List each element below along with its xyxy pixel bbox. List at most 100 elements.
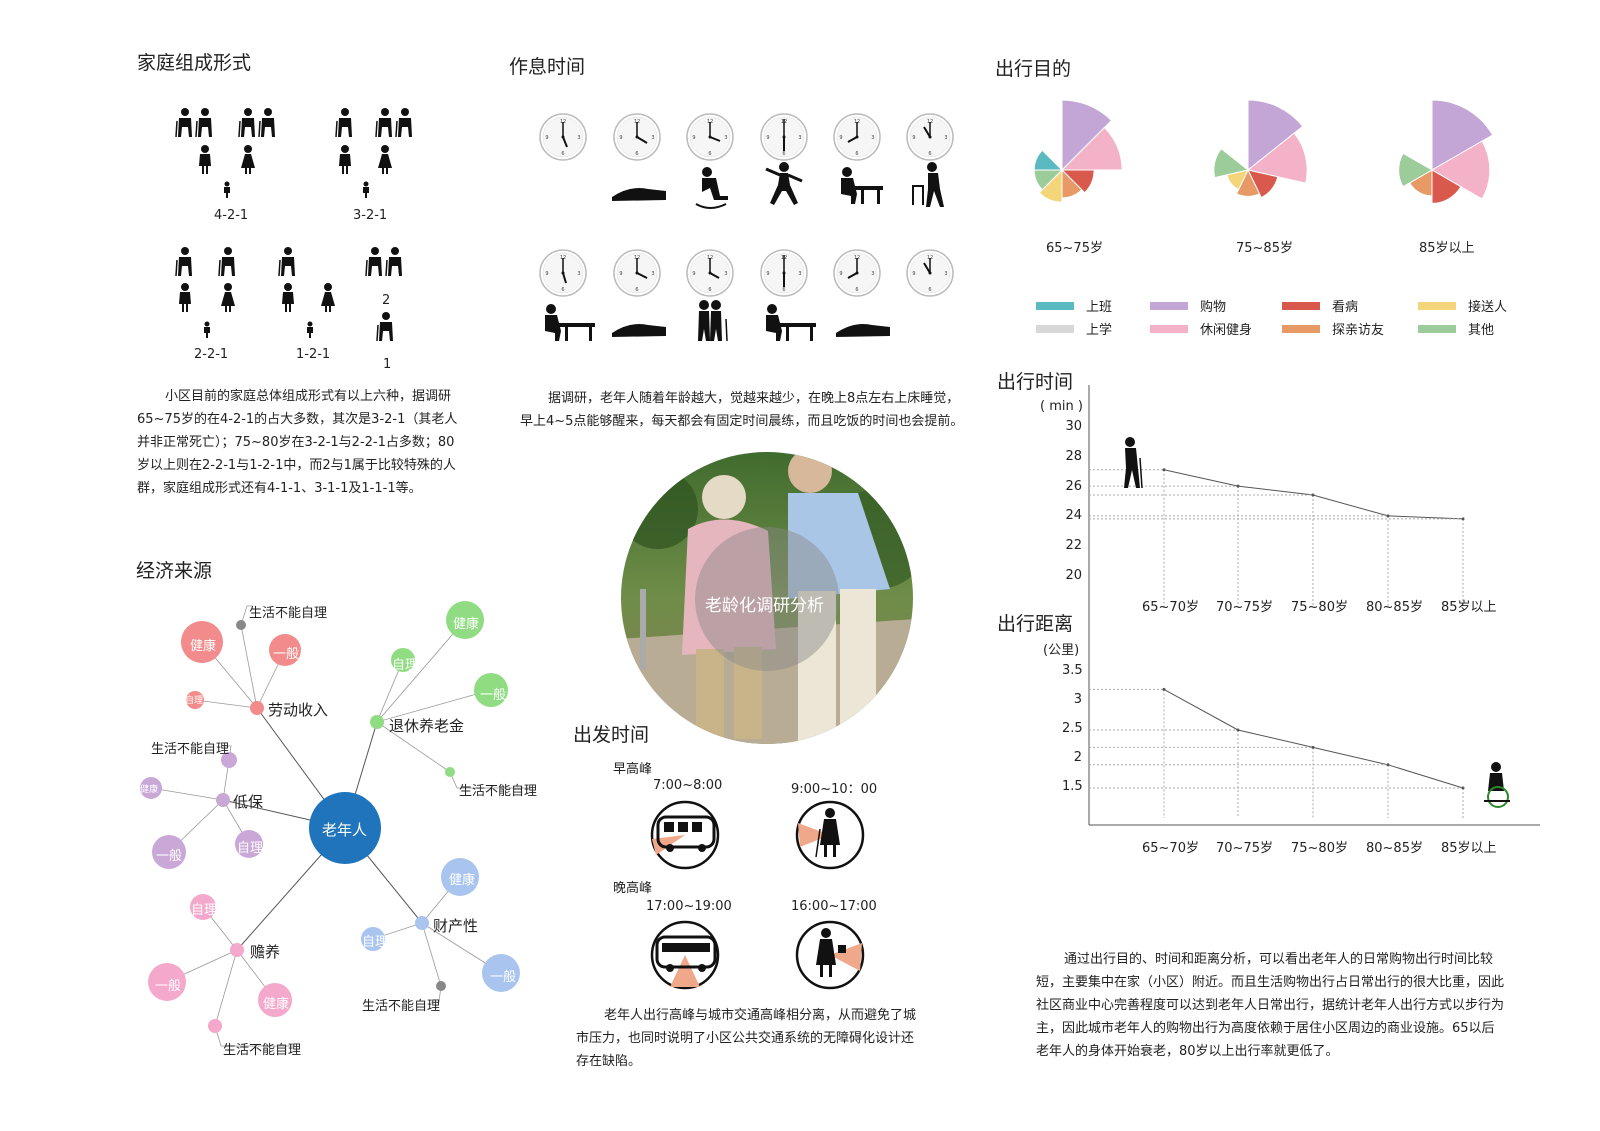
income-branch-labor: 劳动收入 [268, 701, 329, 719]
rose-slice-其他 [1398, 152, 1433, 188]
elderly-photo [621, 452, 913, 744]
family-label-121: 1-2-1 [296, 347, 331, 362]
family-label-1: 1 [383, 357, 392, 372]
travel-charts [1088, 385, 1540, 826]
legend-item-4: 上学 [1036, 319, 1112, 338]
prop-normal: 一般 [490, 970, 517, 985]
family-2-2-1 [175, 246, 236, 338]
family-1-2-1 [278, 246, 335, 338]
x-category: 80~85岁 [1366, 841, 1423, 856]
legend-item-7: 其他 [1418, 319, 1494, 338]
prop-noselfcare: 生活不能自理 [362, 999, 441, 1014]
morning-peak-label: 早高峰 [613, 762, 653, 777]
x-category: 80~85岁 [1366, 600, 1423, 615]
legend-swatch [1282, 301, 1320, 310]
bus-evening-icon [650, 920, 720, 990]
purpose-group-3: 85岁以上 [1419, 241, 1475, 256]
x-category: 65~70岁 [1142, 841, 1199, 856]
family-label-2: 2 [382, 293, 391, 308]
y-tick: 2 [1073, 750, 1082, 765]
legend-item-3: 接送人 [1418, 296, 1507, 315]
schedule-title: 作息时间 [509, 56, 586, 78]
legend-item-0: 上班 [1036, 296, 1112, 315]
x-category: 75~80岁 [1291, 600, 1348, 615]
low-noselfcare: 生活不能自理 [151, 742, 230, 757]
elder-morning-icon [795, 800, 865, 870]
travel-time-unit: ( min ) [1040, 399, 1083, 414]
data-point [1386, 514, 1390, 518]
rose-slice-看病 [1060, 169, 1095, 194]
legend-label: 看病 [1332, 300, 1359, 315]
low-healthy: 健康 [140, 785, 159, 795]
legend-label: 上学 [1086, 323, 1113, 338]
y-tick: 26 [1065, 478, 1082, 494]
walker-icon [1124, 437, 1143, 489]
pension-noselfcare: 生活不能自理 [459, 784, 538, 799]
x-category: 65~70岁 [1142, 600, 1199, 615]
data-point [1162, 468, 1166, 472]
activity-row-1 [612, 162, 944, 209]
prop-selfcare: 自理 [362, 935, 389, 950]
center-label: 老龄化调研分析 [705, 596, 824, 616]
rose-slice-休闲健身 [1430, 140, 1491, 200]
rose-slice-看病 [1247, 169, 1279, 199]
data-point [1311, 493, 1315, 497]
travel-time-title: 出行时间 [997, 371, 1074, 393]
sup-noselfcare: 生活不能自理 [223, 1043, 302, 1058]
rose-slice-休闲健身 [1060, 126, 1123, 171]
travel-time-chart [1089, 468, 1465, 607]
purpose-rose-charts [1033, 99, 1494, 204]
family-label-421: 4-2-1 [214, 208, 249, 223]
time-morning-bus: 7:00~8:00 [653, 778, 723, 793]
departure-paragraph: 老年人出行高峰与城市交通高峰相分离，从而避免了城市压力，也同时说明了小区公共交通… [576, 1008, 917, 1069]
income-branch-lowincome: 低保 [233, 793, 264, 811]
clock-row-1 [539, 113, 954, 161]
data-point [1236, 728, 1240, 732]
time-evening-elder: 16:00~17:00 [791, 899, 877, 914]
x-category: 85岁以上 [1441, 600, 1497, 615]
rose-slice-探亲访友 [1235, 168, 1261, 197]
data-point [1162, 687, 1166, 691]
pension-healthy: 健康 [453, 617, 480, 632]
elder-evening-icon [795, 920, 865, 990]
sup-selfcare: 自理 [191, 903, 218, 918]
bus-morning-icon [650, 800, 720, 870]
family-3-2-1 [335, 107, 413, 198]
labor-healthy: 健康 [190, 639, 217, 654]
rose-slice-上班 [1033, 149, 1064, 171]
purpose-group-1: 65~75岁 [1046, 241, 1103, 256]
rose-slice-休闲健身 [1246, 132, 1308, 184]
legend-item-6: 探亲访友 [1282, 319, 1384, 338]
income-title: 经济来源 [136, 560, 213, 582]
data-point [1461, 786, 1465, 790]
labor-selfcare: 自理 [185, 696, 204, 706]
legend-swatch [1418, 324, 1456, 333]
legend-label: 购物 [1200, 300, 1227, 315]
travel-dist-chart [1089, 687, 1465, 818]
legend-swatch [1282, 324, 1320, 333]
rose-slice-接送人 [1038, 168, 1063, 203]
income-branch-support: 赡养 [250, 943, 281, 961]
rose-65-75 [1033, 99, 1123, 203]
family-paragraph: 小区目前的家庭总体组成形式有以上六种，据调研65~75岁的在4-2-1的占大多数… [137, 389, 458, 496]
purpose-title: 出行目的 [995, 58, 1072, 80]
legend-label: 接送人 [1468, 300, 1508, 315]
time-evening-bus: 17:00~19:00 [646, 899, 732, 914]
legend-swatch [1036, 301, 1074, 310]
clock-row-2 [539, 249, 954, 297]
rose-slice-其他 [1213, 148, 1250, 179]
y-tick: 1.5 [1062, 779, 1083, 794]
data-point [1461, 517, 1465, 521]
legend-label: 探亲访友 [1332, 323, 1385, 338]
legend-label: 休闲健身 [1200, 323, 1253, 338]
pension-selfcare: 自理 [392, 658, 419, 673]
x-category: 70~75岁 [1216, 841, 1273, 856]
labor-normal: 一般 [273, 647, 300, 662]
sup-normal: 一般 [155, 979, 182, 994]
family-4-2-1 [175, 107, 276, 198]
y-tick: 3 [1073, 692, 1082, 707]
activity-row-2 [545, 300, 890, 342]
departure-icons [650, 800, 865, 990]
prop-healthy: 健康 [449, 873, 476, 888]
schedule-diagram: 126 39 [539, 113, 954, 342]
